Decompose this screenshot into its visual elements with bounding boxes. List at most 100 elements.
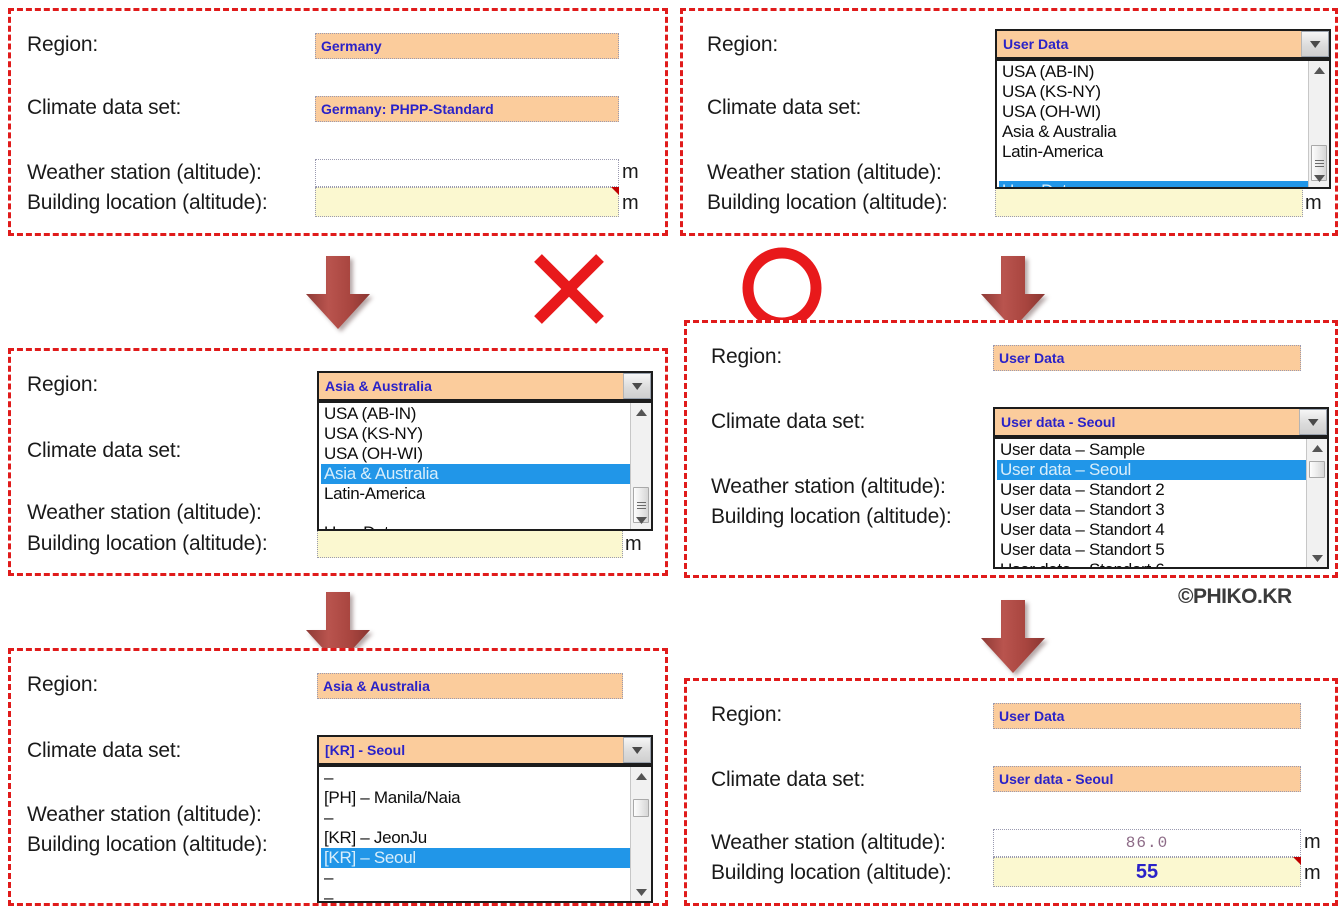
list-item[interactable]: User data – Sample <box>1000 440 1145 459</box>
label-region: Region: <box>27 33 98 56</box>
list-item[interactable]: Latin-America <box>1002 142 1103 161</box>
list-item[interactable]: – <box>324 768 334 787</box>
list-item[interactable]: USA (KS-NY) <box>324 424 423 443</box>
list-item[interactable]: [PH] – Manila/Naia <box>324 788 461 807</box>
building-location-value: 55 <box>1135 861 1159 883</box>
unit-building-location: m <box>1304 862 1321 884</box>
list-item[interactable]: USA (KS-NY) <box>1002 82 1101 101</box>
label-building-location: Building location (altitude): <box>711 505 952 528</box>
scrollbar-thumb[interactable] <box>1309 461 1325 478</box>
list-item[interactable]: User data – Standort 4 <box>1000 520 1165 539</box>
scroll-up-icon[interactable] <box>631 403 651 421</box>
list-item[interactable] <box>999 162 1308 181</box>
building-location-field[interactable] <box>995 187 1303 217</box>
weather-station-field[interactable] <box>315 159 619 187</box>
list-item-selected[interactable]: [KR] – Seoul <box>321 848 630 868</box>
unit-building-location: m <box>1305 192 1322 214</box>
scrollbar-thumb[interactable] <box>633 487 649 523</box>
down-arrow-icon-right-2 <box>980 600 1046 679</box>
chevron-down-icon[interactable] <box>623 373 651 399</box>
scroll-down-icon[interactable] <box>1309 169 1329 187</box>
unit-building-location: m <box>622 192 639 214</box>
list-item[interactable]: – <box>324 888 334 901</box>
weather-station-field[interactable]: 86.0 <box>993 829 1301 857</box>
list-item[interactable]: Asia & Australia <box>1002 122 1117 141</box>
list-item[interactable]: – <box>324 868 334 887</box>
unit-building-location: m <box>625 533 642 555</box>
scrollbar-grip-icon <box>636 500 646 511</box>
region-field[interactable]: User Data <box>993 345 1301 371</box>
list-item-selected[interactable]: User data – Seoul <box>997 460 1306 480</box>
list-item-selected[interactable]: Asia & Australia <box>321 464 630 484</box>
region-field[interactable]: Germany <box>315 33 619 59</box>
building-location-field[interactable] <box>317 528 623 558</box>
dropdown-scrollbar[interactable] <box>630 767 651 901</box>
dropdown-scrollbar[interactable] <box>1308 61 1329 187</box>
unit-weather-station: m <box>622 161 639 183</box>
list-item[interactable]: User data – Standort 5 <box>1000 540 1165 559</box>
scroll-down-icon[interactable] <box>631 511 651 529</box>
label-climate-data-set: Climate data set: <box>711 768 866 791</box>
climate-dropdown-list[interactable]: User data – Sample User data – Seoul Use… <box>993 437 1329 569</box>
label-climate-data-set: Climate data set: <box>711 410 866 433</box>
list-item[interactable]: User data – Standort 6 <box>997 560 1306 567</box>
climate-data-set-combobox[interactable]: User data - Seoul <box>993 407 1329 437</box>
list-item[interactable]: USA (AB-IN) <box>324 404 417 423</box>
region-field[interactable]: User Data <box>993 703 1301 729</box>
label-region: Region: <box>707 33 778 56</box>
dropdown-scrollbar[interactable] <box>630 403 651 529</box>
label-weather-station: Weather station (altitude): <box>711 475 946 498</box>
label-climate-data-set: Climate data set: <box>27 96 182 119</box>
label-weather-station: Weather station (altitude): <box>711 831 946 854</box>
climate-data-set-combobox[interactable]: [KR] - Seoul <box>317 735 653 765</box>
scroll-up-icon[interactable] <box>1307 439 1327 457</box>
panel-top-right: Region: Climate data set: Weather statio… <box>680 8 1338 236</box>
watermark: ©PHIKO.KR <box>1178 585 1292 608</box>
list-item[interactable]: – <box>324 808 334 827</box>
dropdown-scrollbar[interactable] <box>1306 439 1327 567</box>
label-weather-station: Weather station (altitude): <box>707 161 942 184</box>
region-combobox[interactable]: Asia & Australia <box>317 371 653 401</box>
label-region: Region: <box>711 345 782 368</box>
list-item[interactable] <box>321 504 630 523</box>
cross-mark-icon <box>530 250 608 333</box>
region-dropdown-list[interactable]: USA (AB-IN) USA (KS-NY) USA (OH-WI) Asia… <box>317 401 653 531</box>
climate-combobox-value: [KR] - Seoul <box>325 742 406 758</box>
scroll-down-icon[interactable] <box>631 883 651 901</box>
list-item[interactable]: Latin-America <box>324 484 425 503</box>
chevron-down-icon[interactable] <box>1299 409 1327 435</box>
list-item[interactable]: User data – Standort 3 <box>1000 500 1165 519</box>
list-item[interactable]: USA (OH-WI) <box>1002 102 1101 121</box>
climate-data-set-field[interactable]: User data - Seoul <box>993 766 1301 792</box>
list-item-selected[interactable]: User Data <box>999 181 1308 187</box>
region-dropdown-list[interactable]: USA (AB-IN) USA (KS-NY) USA (OH-WI) Asia… <box>995 59 1331 189</box>
region-option-list: USA (AB-IN) USA (KS-NY) USA (OH-WI) Asia… <box>997 61 1308 187</box>
panel-mid-right: Region: Climate data set: Weather statio… <box>684 320 1338 578</box>
climate-data-set-field[interactable]: Germany: PHPP-Standard <box>315 96 619 122</box>
list-item[interactable]: USA (AB-IN) <box>1002 62 1095 81</box>
region-field[interactable]: Asia & Australia <box>317 673 623 699</box>
building-location-field[interactable]: 55 <box>993 857 1301 887</box>
climate-option-list: User data – Sample User data – Seoul Use… <box>995 439 1306 567</box>
list-item[interactable]: [KR] – JeonJu <box>324 828 427 847</box>
label-region: Region: <box>27 673 98 696</box>
scroll-up-icon[interactable] <box>631 767 651 785</box>
list-item[interactable]: USA (OH-WI) <box>324 444 423 463</box>
list-item[interactable]: User Data <box>321 523 630 529</box>
chevron-down-icon[interactable] <box>1301 31 1329 57</box>
label-climate-data-set: Climate data set: <box>707 96 862 119</box>
scroll-down-icon[interactable] <box>1307 549 1327 567</box>
chevron-down-icon[interactable] <box>623 737 651 763</box>
climate-combobox-value: User data - Seoul <box>1001 414 1116 430</box>
scrollbar-thumb[interactable] <box>633 799 649 817</box>
panel-bottom-right: Region: Climate data set: Weather statio… <box>684 678 1338 906</box>
unit-weather-station: m <box>1304 831 1321 853</box>
comment-marker-icon <box>611 187 619 195</box>
region-combobox-value: User Data <box>1003 36 1069 52</box>
scroll-up-icon[interactable] <box>1309 61 1329 79</box>
list-item[interactable]: User data – Standort 2 <box>1000 480 1165 499</box>
climate-dropdown-list[interactable]: – [PH] – Manila/Naia – [KR] – JeonJu [KR… <box>317 765 653 903</box>
label-building-location: Building location (altitude): <box>27 191 268 214</box>
building-location-field[interactable] <box>315 187 619 217</box>
region-combobox[interactable]: User Data <box>995 29 1331 59</box>
